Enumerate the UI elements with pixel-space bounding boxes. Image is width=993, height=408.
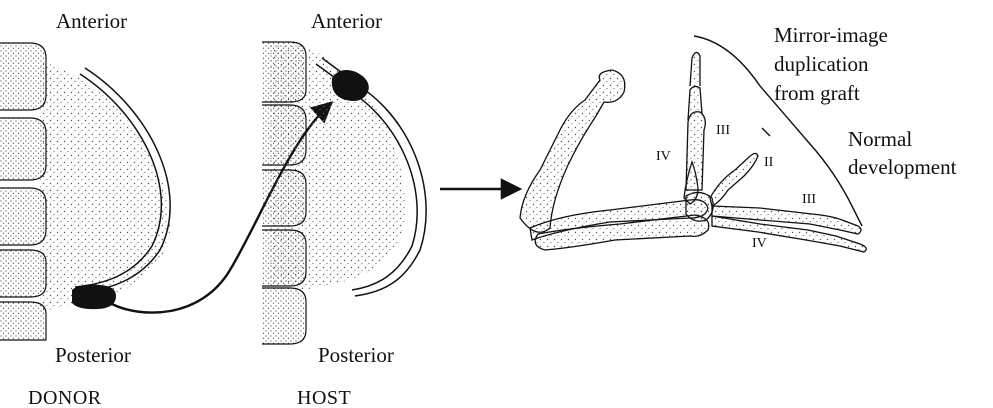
donor-posterior-label: Posterior [55, 343, 131, 367]
divider-tick [762, 128, 770, 136]
digit-graft-iii-tip [690, 52, 700, 86]
limb-upper-bone [520, 70, 625, 232]
host-embryo [262, 42, 426, 344]
digit-label-normal-iii: III [802, 192, 816, 207]
donor-somites [0, 43, 46, 340]
donor-limb-bud-mesoderm [40, 62, 171, 312]
digit-label-normal-iv: IV [752, 236, 767, 251]
host-posterior-label: Posterior [318, 343, 394, 367]
donor-caption: DONOR [28, 387, 102, 408]
digit-graft-iii [686, 112, 705, 190]
host-anterior-label: Anterior [311, 9, 382, 33]
donor-embryo [0, 43, 171, 340]
normal-label-line2: development [848, 155, 957, 179]
donor-anterior-label: Anterior [56, 9, 127, 33]
digit-label-graft-iii: III [716, 123, 730, 138]
digit-label-graft-iv: IV [656, 149, 671, 164]
normal-label-line1: Normal [848, 127, 912, 151]
donor-zpa-tissue [72, 285, 116, 310]
mirror-label-line1: Mirror-image [774, 23, 888, 47]
digit-normal-ii [710, 153, 758, 206]
digit-label-normal-ii: II [764, 155, 774, 170]
mirror-label-line2: duplication [774, 52, 869, 76]
host-caption: HOST [297, 387, 351, 408]
mirror-label-line3: from graft [774, 81, 860, 105]
host-somites [262, 42, 306, 344]
